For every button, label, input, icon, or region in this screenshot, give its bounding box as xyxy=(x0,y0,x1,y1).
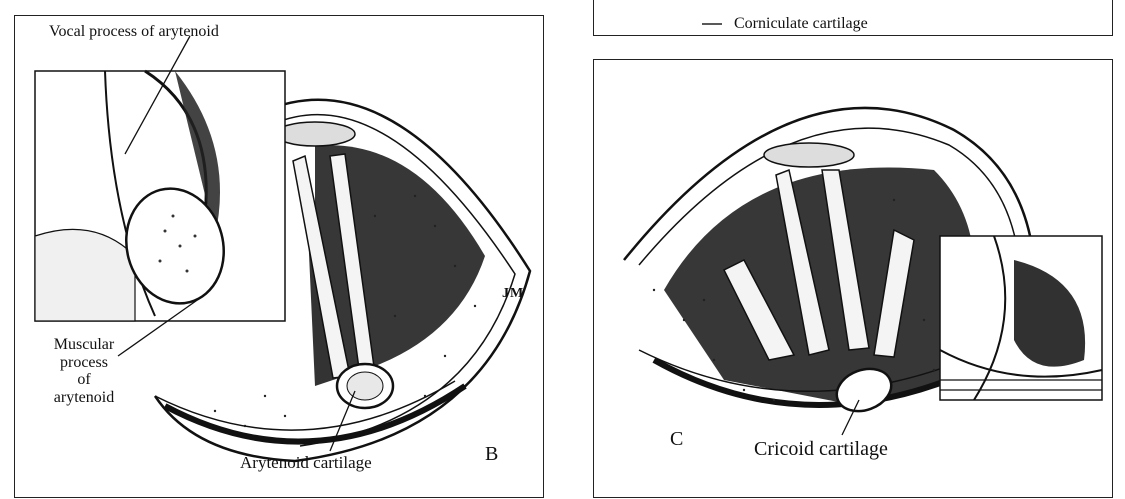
panel-b: Vocal process of arytenoid Muscular proc… xyxy=(14,15,544,498)
artist-signature: JM xyxy=(502,286,524,301)
panel-b-letter: B xyxy=(485,443,498,465)
vocal-process-label: Vocal process of arytenoid xyxy=(49,23,219,41)
panel-c-letter: C xyxy=(670,428,683,450)
corniculate-leader xyxy=(594,0,1114,37)
panel-top-right-partial: Corniculate cartilage xyxy=(593,0,1113,36)
panel-c: C Cricoid cartilage xyxy=(593,59,1113,498)
muscular-process-line-4: arytenoid xyxy=(29,389,139,407)
muscular-process-line-1: Muscular xyxy=(29,336,139,354)
cricoid-cartilage-label: Cricoid cartilage xyxy=(754,438,888,460)
muscular-process-line-3: of xyxy=(29,371,139,389)
muscular-process-label: Muscular process of arytenoid xyxy=(29,336,139,406)
arytenoid-cartilage-label: Arytenoid cartilage xyxy=(240,454,372,473)
muscular-process-line-2: process xyxy=(29,354,139,372)
larynx-illustration-b xyxy=(15,16,545,499)
